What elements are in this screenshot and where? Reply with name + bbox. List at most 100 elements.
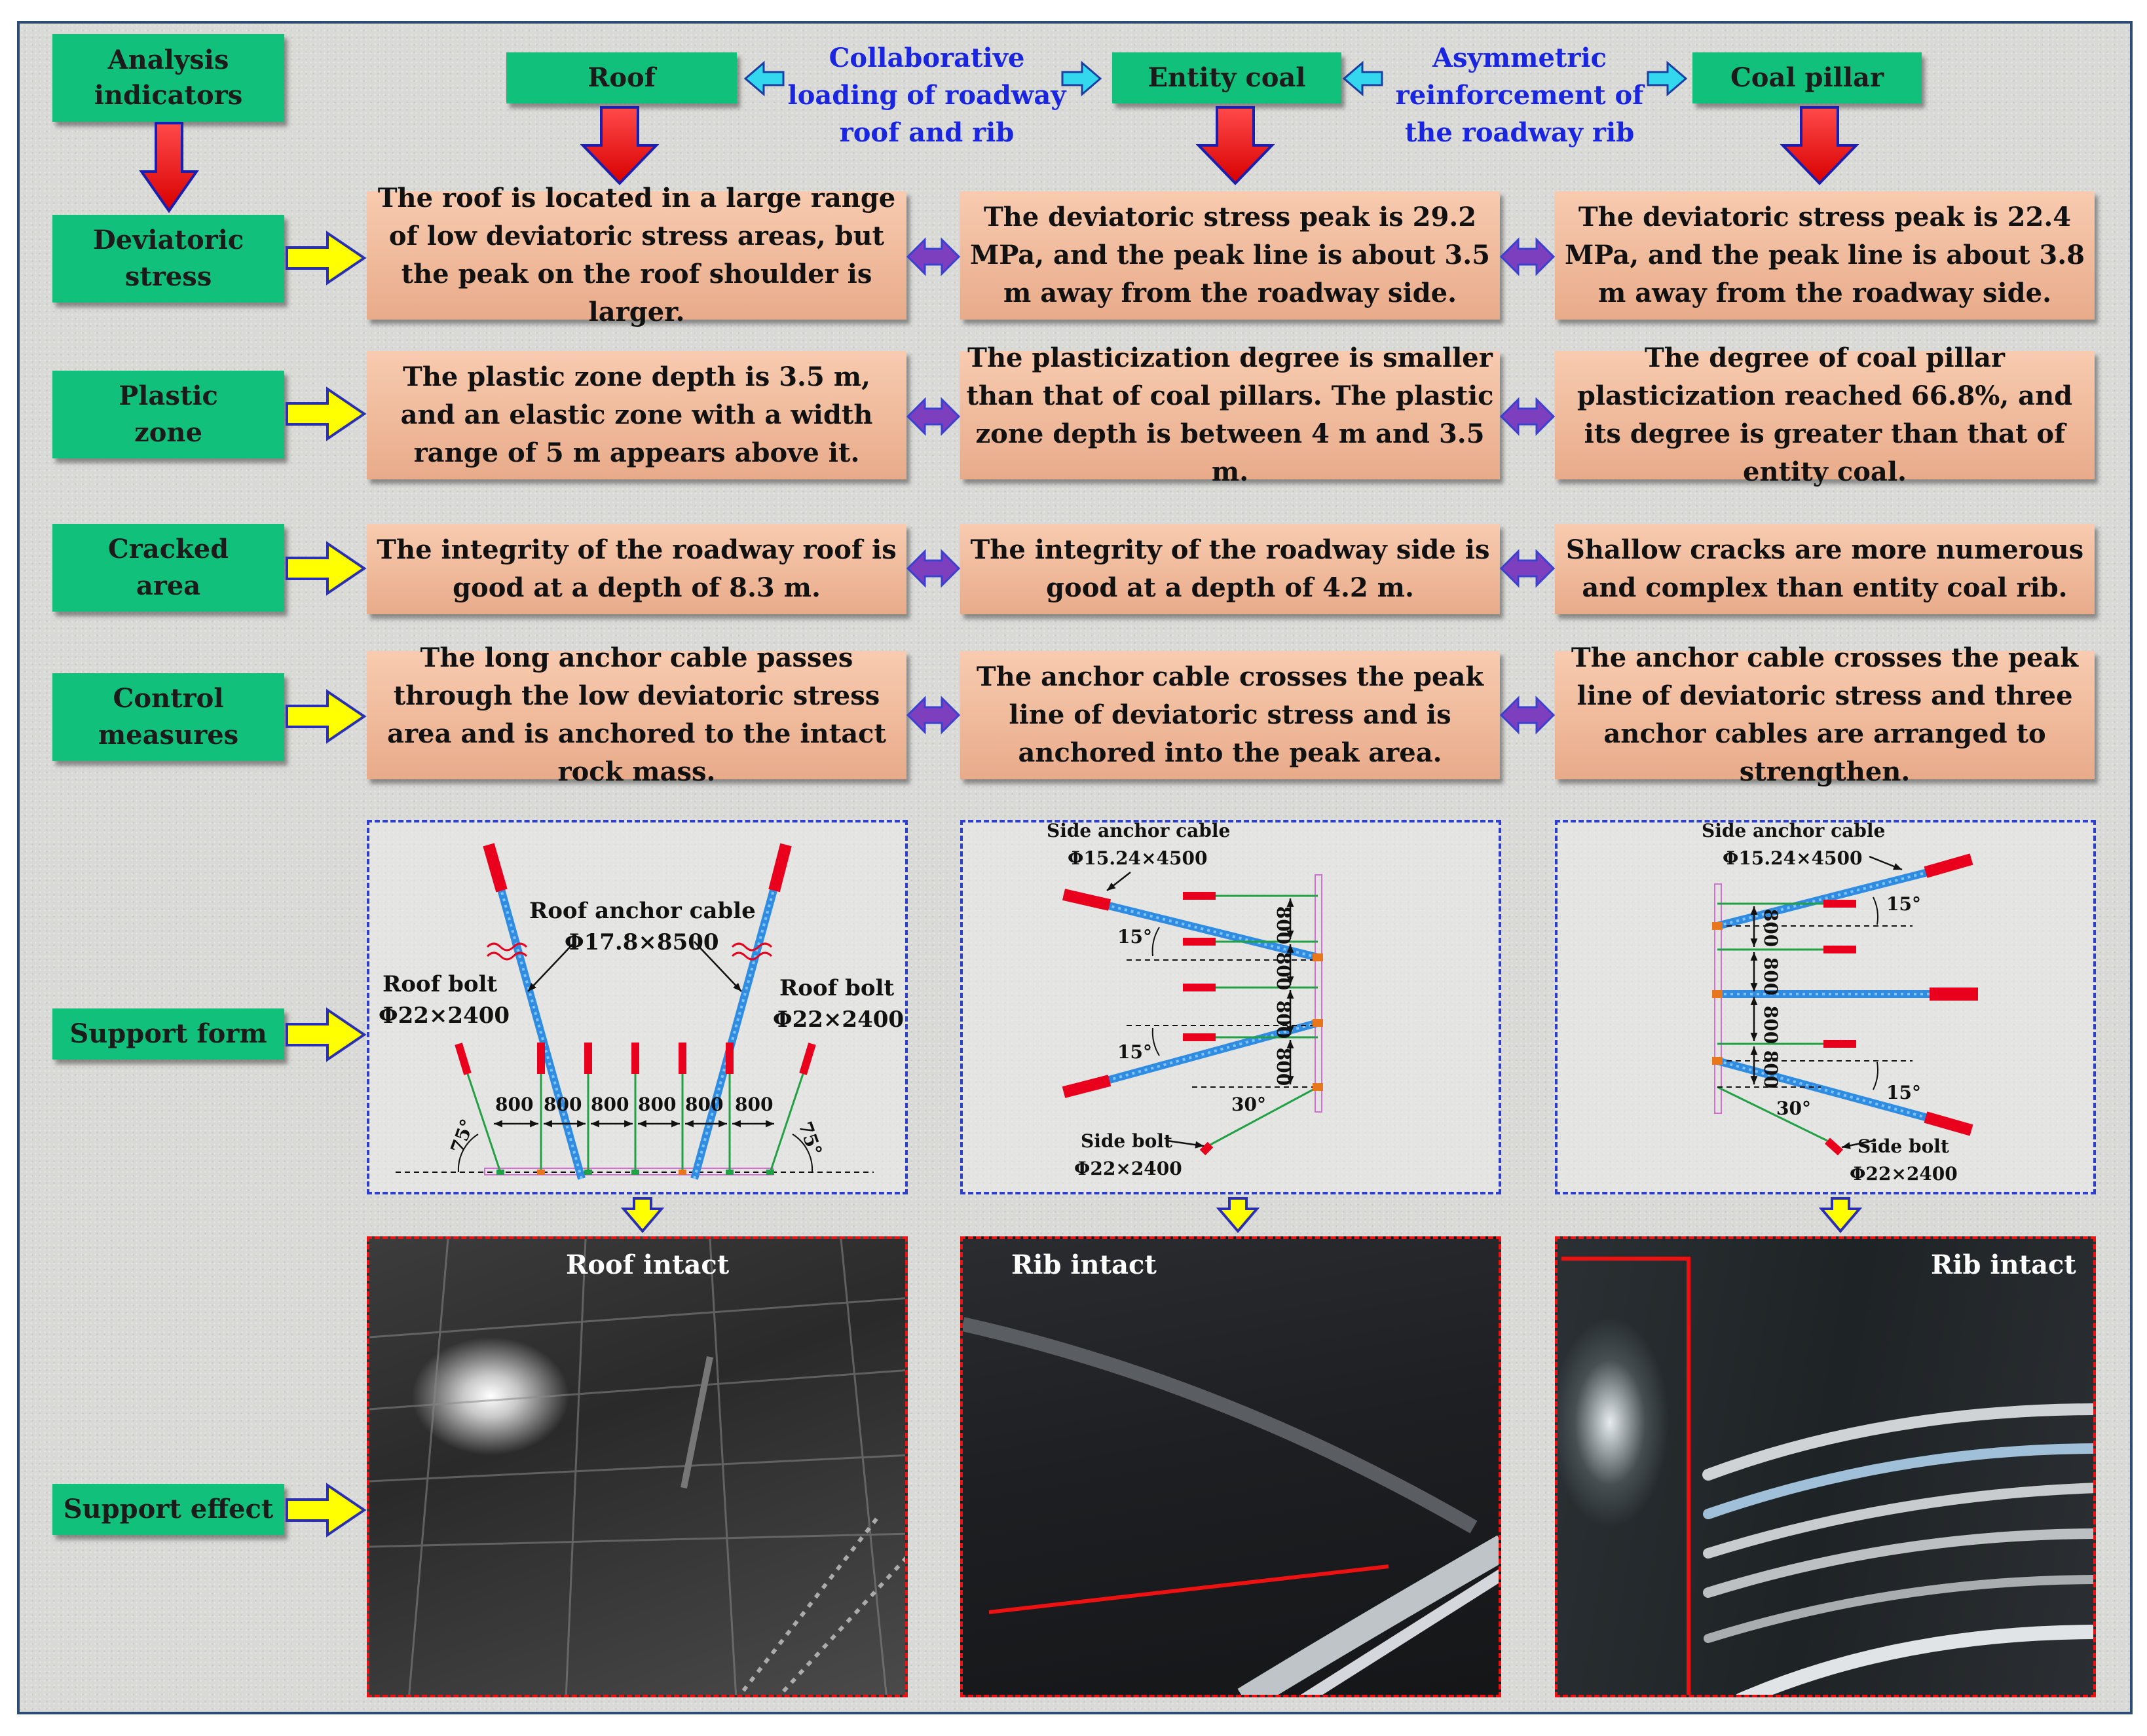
roof-spacing-4: 800	[638, 1094, 677, 1115]
entity-wall-plate	[1315, 874, 1322, 1113]
roof-cable-left-end	[483, 843, 508, 893]
roof-dim-arrow-2-a-head	[591, 1120, 599, 1128]
entity-dim-arrow-1-a-head	[1286, 944, 1294, 953]
roof-cable-label-leader-right	[694, 941, 742, 992]
entity-bolt-spec: Φ22×2400	[1074, 1158, 1182, 1179]
pillar-dim-arrow-2-b-head	[1750, 1033, 1758, 1041]
entity-dim-arrow-2-a-head	[1286, 990, 1294, 999]
entity-support-diagram	[960, 820, 1501, 1194]
pillar-spacing-4: 800	[1760, 1050, 1782, 1089]
pillar-photo-pipes	[1561, 1257, 2093, 1695]
yellow-arrow-down-entity	[1216, 1197, 1260, 1234]
roof-plate-3	[631, 1170, 639, 1175]
pillar-wall-plate	[1714, 883, 1722, 1114]
entity-anchor-plate-1	[1313, 1019, 1323, 1027]
purple-double-arrows	[906, 237, 1556, 735]
pillar-support-diagram	[1555, 820, 2096, 1194]
pillar-dim-arrow-0-b-head	[1750, 938, 1758, 947]
red-arrow-entity	[1195, 106, 1275, 185]
roof-bolt-right-label: Roof bolt	[779, 975, 895, 1001]
row-label-deviatoric-stress-text: Deviatoric stress	[93, 225, 244, 292]
cell-entity-deviatoric: The deviatoric stress peak is 29.2 MPa, …	[960, 191, 1500, 320]
roof-dim-arrow-0-a-head	[494, 1120, 502, 1128]
pillar-anchor-plate-2	[1712, 1057, 1723, 1065]
purple-double-arrow-1-0	[906, 397, 961, 436]
roof-cable-label-leader-right-head	[733, 982, 741, 991]
roof-cable-label-leader-left	[527, 941, 576, 992]
cell-pillar-control: The anchor cable crosses the peak line o…	[1555, 642, 2095, 787]
rib-intact-photo-entity: Rib intact	[960, 1236, 1501, 1697]
row-label-cracked-area-text: Cracked area	[107, 534, 229, 601]
roof-dim-arrow-5-a-head	[732, 1120, 741, 1128]
pillar-anchor-plate-1	[1712, 990, 1723, 998]
roof-plate-5	[726, 1170, 734, 1175]
cyan-arrow-asym-right	[1647, 60, 1688, 97]
roof-break-mark-0	[486, 942, 528, 951]
cell-pillar-cracked: Shallow cracks are more numerous and com…	[1555, 524, 2095, 614]
roof-bolt-angled-right	[769, 1073, 804, 1173]
roof-spacing-5: 800	[685, 1094, 724, 1115]
roof-bolt-left-label: Roof bolt	[383, 971, 498, 997]
entity-bolt-label: Side bolt	[1081, 1130, 1172, 1152]
purple-double-arrow-2-0	[906, 549, 961, 588]
pillar-spacing-1: 800	[1760, 908, 1782, 948]
pillar-cable-top-end	[1924, 853, 1973, 878]
pillar-angle-bottom: 15°	[1886, 1082, 1921, 1103]
roof-angle-arc-left	[457, 1134, 479, 1173]
pillar-cable-leader-head	[1893, 863, 1902, 870]
entity-cable-leader-head	[1107, 882, 1116, 891]
roof-break-mark-1	[486, 951, 528, 961]
rib-intact-photo-pillar: Rib intact	[1555, 1236, 2096, 1697]
cell-roof-cracked: The integrity of the roadway roof is goo…	[367, 524, 906, 614]
entity-coal-header: Entity coal	[1112, 52, 1341, 103]
purple-double-arrow-3-1	[1499, 695, 1556, 735]
roof-spacing-1: 800	[495, 1094, 534, 1115]
yellow-arrow-control	[286, 689, 367, 744]
rib-intact-label-entity: Rib intact	[1011, 1249, 1157, 1280]
row-label-plastic-zone-text: Plastic zone	[119, 380, 218, 448]
entity-arc-top	[1151, 927, 1160, 957]
entity-dim-arrow-3-a-head	[1286, 1040, 1294, 1048]
roof-plate-4	[679, 1170, 686, 1175]
red-arrow-pillar	[1780, 106, 1859, 185]
entity-dim-arrow-0-a-head	[1286, 898, 1294, 907]
pillar-dim-arrow-3-b-head	[1750, 1076, 1758, 1084]
pillar-dim-arrow-1-a-head	[1750, 952, 1758, 961]
row-label-support-effect-text: Support effect	[63, 1494, 274, 1524]
roof-bolt-angled-left	[466, 1073, 502, 1173]
row-label-control-measures-text: Control measures	[98, 683, 239, 750]
roof-header: Roof	[506, 52, 737, 103]
pillar-angle-bolt: 30°	[1776, 1098, 1811, 1119]
entity-cable-bottom-pattern	[1063, 1022, 1318, 1094]
cell-entity-control: The anchor cable crosses the peak line o…	[960, 651, 1500, 779]
roof-break-mark-3	[731, 951, 773, 961]
roof-anchor-cable-right-pattern	[693, 844, 787, 1179]
entity-angle-bottom: 15°	[1117, 1041, 1152, 1063]
pillar-dim-arrow-1-b-head	[1750, 983, 1758, 991]
purple-double-arrow-0-1	[1499, 237, 1556, 276]
roof-cable-spec: Φ17.8×8500	[565, 929, 719, 955]
collaborative-loading-text: Collaborative loading of roadway roof an…	[787, 43, 1066, 148]
roof-bolt-right-spec: Φ22×2400	[773, 1007, 905, 1033]
yellow-arrow-down-roof	[620, 1197, 665, 1234]
roof-cable-label: Roof anchor cable	[529, 898, 756, 924]
row-label-deviatoric-stress: Deviatoric stress	[52, 215, 284, 303]
pillar-bolt-angled-head	[1824, 1137, 1844, 1156]
entity-cable-label: Side anchor cable	[1047, 820, 1231, 841]
roof-dim-arrow-4-a-head	[685, 1120, 694, 1128]
roof-support-diagram	[367, 820, 908, 1194]
yellow-arrow-deviatoric	[286, 231, 367, 286]
cell-entity-plastic: The plasticization degree is smaller tha…	[960, 342, 1500, 487]
roof-cable-right-end	[768, 843, 792, 893]
pillar-spacing-3: 800	[1760, 1005, 1782, 1044]
pillar-arc-top	[1873, 896, 1878, 925]
roof-dim-arrow-1-a-head	[544, 1120, 552, 1128]
roof-dim-arrow-5-b-head	[766, 1120, 774, 1128]
entity-dim-arrow-3-b-head	[1286, 1076, 1294, 1084]
pillar-bolt-label: Side bolt	[1858, 1136, 1949, 1157]
purple-double-arrow-3-0	[906, 695, 961, 735]
pillar-bolt-spec: Φ22×2400	[1850, 1163, 1958, 1185]
